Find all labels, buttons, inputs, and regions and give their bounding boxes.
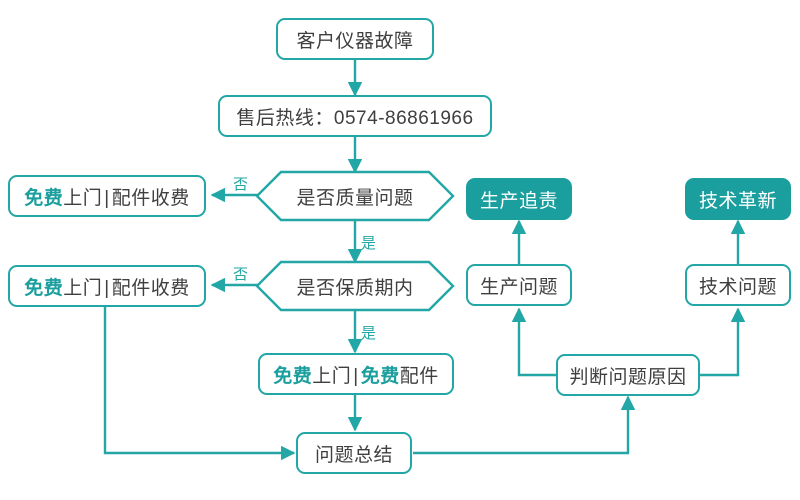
node-diagnose-cause[interactable]: 判断问题原因 <box>556 354 700 396</box>
edge-diagnose-to-production <box>511 307 556 377</box>
node-free-service[interactable]: 免费上门|免费配件 <box>258 353 454 395</box>
node-technical-innovation[interactable]: 技术革新 <box>685 178 791 220</box>
parts-text: 配件 <box>399 365 439 387</box>
edge-diagnose-to-technical <box>700 307 746 377</box>
node-decision-quality[interactable]: 是否质量问题 <box>255 170 455 222</box>
separator: | <box>104 277 110 299</box>
node-technical-issue-label: 技术问题 <box>698 276 777 298</box>
node-paid-service-2-label: 免费上门|配件收费 <box>24 273 189 300</box>
free-tag-onsite: 免费 <box>273 365 313 387</box>
separator: | <box>353 365 359 387</box>
node-start[interactable]: 客户仪器故障 <box>276 18 434 60</box>
free-tag: 免费 <box>24 187 64 209</box>
node-technical-innovation-label: 技术革新 <box>698 190 777 212</box>
node-issue-summary[interactable]: 问题总结 <box>296 432 412 474</box>
node-decision-warranty[interactable]: 是否保质期内 <box>255 260 455 312</box>
separator: | <box>104 187 110 209</box>
node-paid-service-2[interactable]: 免费上门|配件收费 <box>8 265 206 307</box>
node-decision-warranty-label: 是否保质期内 <box>296 277 414 299</box>
node-technical-issue[interactable]: 技术问题 <box>685 264 791 306</box>
onsite-text: 上门 <box>312 365 352 387</box>
node-paid-service-1-label: 免费上门|配件收费 <box>24 183 189 210</box>
node-paid-service-1[interactable]: 免费上门|配件收费 <box>8 175 206 217</box>
node-diagnose-cause-label: 判断问题原因 <box>569 366 687 388</box>
edge-summary-to-diagnose <box>413 395 636 455</box>
node-production-accountability[interactable]: 生产追责 <box>466 178 572 220</box>
edge-label-quality-no: 否 <box>233 176 249 193</box>
free-tag-parts: 免费 <box>360 365 400 387</box>
node-production-issue[interactable]: 生产问题 <box>466 264 572 306</box>
node-issue-summary-label: 问题总结 <box>314 444 393 466</box>
edge-paid2-to-summary <box>103 307 296 461</box>
edge-label-warranty-yes: 是 <box>361 325 377 342</box>
edge-label-quality-yes: 是 <box>361 235 377 252</box>
node-production-accountability-label: 生产追责 <box>479 190 558 212</box>
hexagon-shape-quality <box>255 170 455 222</box>
node-production-issue-label: 生产问题 <box>479 276 558 298</box>
free-tag: 免费 <box>24 277 64 299</box>
edge-label-warranty-no: 否 <box>233 266 249 283</box>
node-hotline[interactable]: 售后热线：0574-86861966 <box>218 95 492 137</box>
onsite-text: 上门 <box>63 187 103 209</box>
hexagon-shape-warranty <box>255 260 455 312</box>
parts-fee-text: 配件收费 <box>111 187 190 209</box>
onsite-text: 上门 <box>63 277 103 299</box>
node-free-service-label: 免费上门|免费配件 <box>273 361 439 388</box>
parts-fee-text: 配件收费 <box>111 277 190 299</box>
node-hotline-label: 售后热线：0574-86861966 <box>236 107 474 129</box>
node-decision-quality-label: 是否质量问题 <box>296 187 414 209</box>
node-start-label: 客户仪器故障 <box>296 30 414 52</box>
